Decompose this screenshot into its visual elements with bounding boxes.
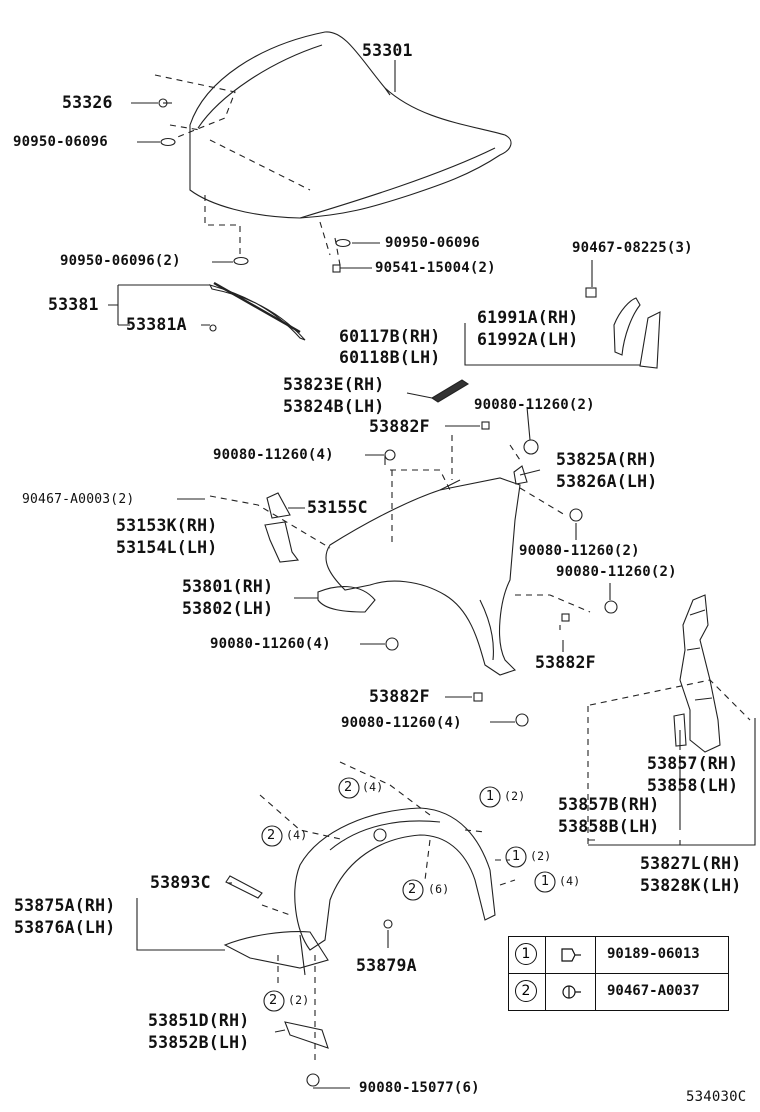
callout-bracket-f3: 53882F	[369, 687, 430, 706]
callout-protector: 53155C	[307, 498, 368, 517]
legend-row: 2 90467-A0037	[509, 974, 728, 1010]
callout-garnish-lh: 61992A(LH)	[477, 330, 579, 349]
callout-support-rh: 53153K(RH)	[116, 516, 218, 535]
callout-hood-plug-1: 90950-06096	[13, 134, 108, 150]
diagram-code: 534030C	[686, 1089, 747, 1105]
fender-liner	[223, 807, 496, 976]
callout-seal-rh: 60117B(RH)	[339, 327, 441, 346]
legend-part-number: 90467-A0037	[607, 983, 700, 999]
ref-count: (6)	[428, 882, 450, 896]
callout-hood-stop: 53326	[62, 93, 113, 112]
ref-count: (4)	[362, 780, 384, 794]
ref-count: (2)	[288, 993, 310, 1007]
legend-part-number: 90189-06013	[607, 946, 700, 962]
hood-seal-strip	[208, 284, 306, 341]
callout-hood-plug-2: 90950-06096(2)	[60, 253, 181, 269]
callout-cover-rh: 53857(RH)	[647, 754, 739, 773]
hood-dashed-links	[154, 74, 341, 266]
ref-count: (2)	[530, 849, 552, 863]
callout-liner-lh: 53876A(LH)	[14, 918, 116, 937]
screw-clip-icon	[562, 985, 581, 999]
callout-garnish-rh: 61991A(RH)	[477, 308, 579, 327]
callout-liner-rh: 53875A(RH)	[14, 896, 116, 915]
ref-circle-label: 2	[344, 780, 353, 795]
ref-circle-label: 1	[512, 849, 521, 864]
callout-fender-rh: 53801(RH)	[182, 577, 274, 596]
legend-mark: 1	[515, 943, 537, 965]
callout-bracket-lh: 53826A(LH)	[556, 472, 658, 491]
callout-panel-rh: 53827L(RH)	[640, 854, 742, 873]
callout-fender-seal-rh: 53823E(RH)	[283, 375, 385, 394]
callout-bolt-c: 90080-11260(2)	[519, 543, 640, 559]
callout-bolt-b: 90080-11260(4)	[213, 447, 334, 463]
callout-seal-lh: 60118B(LH)	[339, 348, 441, 367]
callout-bracket-rh: 53825A(RH)	[556, 450, 658, 469]
callout-bolt-e: 90080-11260(4)	[210, 636, 331, 652]
ref-count: (4)	[286, 828, 308, 842]
leader-lines	[108, 60, 756, 1089]
callout-hood-seal: 53381	[48, 295, 99, 314]
callout-bolt-f: 90080-11260(4)	[341, 715, 462, 731]
callout-fender-seal-lh: 53824B(LH)	[283, 397, 385, 416]
callout-hood-clip: 90541-15004(2)	[375, 260, 496, 276]
ref-count: (2)	[504, 789, 526, 803]
ref-circle-label: 2	[408, 882, 417, 897]
callout-bolt-g: 90080-15077(6)	[359, 1080, 480, 1096]
garnish-piece	[613, 297, 641, 356]
callout-liner-clip: 53893C	[150, 873, 211, 892]
ref-circle-label: 1	[541, 874, 550, 889]
callout-hood-seal-clip: 53381A	[126, 315, 187, 334]
callout-support-lh: 53154L(LH)	[116, 538, 218, 557]
callout-splash-lh: 53852B(LH)	[148, 1033, 250, 1052]
callout-hood-plug-3: 90950-06096	[385, 235, 480, 251]
liner-dashed-links	[259, 761, 516, 1065]
callout-liner-screw: 53879A	[356, 956, 417, 975]
callout-splash-rh: 53851D(RH)	[148, 1011, 250, 1030]
fastener-legend: 1 90189-06013 2 90467-A0037	[508, 936, 729, 1011]
clip-icon	[561, 948, 581, 962]
callout-clip-c: 90467-A0003(2)	[22, 492, 135, 507]
callout-garnish-clip: 90467-08225(3)	[572, 240, 693, 256]
hood-panel	[189, 31, 512, 219]
callout-cover-lh: 53858(LH)	[647, 776, 739, 795]
legend-mark: 2	[515, 980, 537, 1002]
ref-circle-label: 2	[269, 993, 278, 1008]
callout-bracket-f2: 53882F	[535, 653, 596, 672]
callout-bolt-d: 90080-11260(2)	[556, 564, 677, 580]
legend-row: 1 90189-06013	[509, 937, 728, 974]
callout-panel-lh: 53828K(LH)	[640, 876, 742, 895]
callout-hood: 53301	[362, 41, 413, 60]
callout-bracket-f1: 53882F	[369, 417, 430, 436]
callout-bolt-a: 90080-11260(2)	[474, 397, 595, 413]
ref-circle-label: 1	[486, 789, 495, 804]
ref-count: (4)	[559, 874, 581, 888]
fender-panel	[317, 477, 521, 676]
callout-fender-lh: 53802(LH)	[182, 599, 274, 618]
callout-cover-b-rh: 53857B(RH)	[558, 795, 660, 814]
fender-apron-panel	[673, 594, 721, 753]
callout-cover-b-lh: 53858B(LH)	[558, 817, 660, 836]
ref-circle-label: 2	[267, 828, 276, 843]
reference-circles	[261, 777, 556, 1012]
